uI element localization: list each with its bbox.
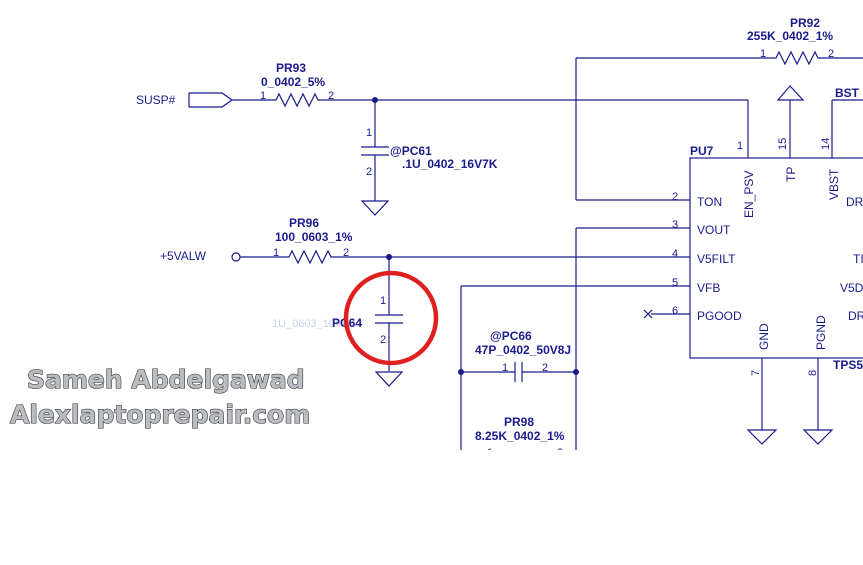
pr96-ref: PR96 — [289, 216, 319, 230]
pc61-pin2: 2 — [366, 166, 372, 178]
susp-offpage-connector-icon — [188, 92, 234, 108]
ic-body-pu7 — [689, 157, 863, 359]
pc64-pin1: 1 — [380, 295, 386, 307]
pr96-value: 100_0603_1% — [275, 230, 353, 244]
net-label-bst: BST — [835, 86, 860, 100]
net-label-5valw: +5VALW — [160, 249, 207, 263]
pr96-pin1: 1 — [273, 247, 279, 259]
ic-pin-4-num: 4 — [672, 248, 678, 260]
ic-pin-6-num: 6 — [672, 305, 678, 317]
pc66-ref: @PC66 — [490, 329, 532, 343]
junction-dot — [573, 369, 579, 375]
pc66-pin1: 1 — [502, 362, 508, 374]
pr92-ref: PR92 — [790, 16, 820, 30]
pr92-value: 255K_0402_1% — [747, 29, 833, 43]
ic-pin-5-num: 5 — [672, 277, 678, 289]
pr93-pin2: 2 — [328, 90, 334, 102]
pc64-pin2: 2 — [380, 334, 386, 346]
net-label-susp: SUSP# — [136, 93, 176, 107]
pc64-ground-icon — [374, 371, 404, 387]
pr98-ref: PR98 — [504, 415, 534, 429]
watermark-name: Sameh Abdelgawad — [27, 365, 305, 394]
ic-top-pin-1-name: EN_PSV — [742, 171, 756, 218]
junction-dot — [458, 369, 464, 375]
pr93-ref: PR93 — [276, 61, 306, 75]
pgnd-ground-icon — [802, 429, 834, 445]
blank-area — [0, 450, 863, 565]
pr92-resistor-icon — [576, 50, 863, 66]
pr92-pin1: 1 — [760, 48, 766, 60]
pc61-ground-icon — [360, 200, 390, 216]
pc64-highlight-circle — [343, 270, 439, 366]
pgood-nc-mark — [643, 309, 653, 319]
ic-right-pin-name-2: TI — [853, 252, 863, 266]
pr96-resistor-icon — [283, 249, 338, 265]
gnd-ground-icon — [746, 429, 778, 445]
ic-right-pin-name-4: DR — [848, 309, 863, 323]
ic-pin-2-num: 2 — [672, 191, 678, 203]
ic-bottom-pin-7-num: 7 — [750, 370, 762, 376]
pc64-faint-value: 1U_0603_10V6K — [272, 318, 356, 330]
pr93-pin1: 1 — [260, 90, 266, 102]
ic-top-pin-14-name: VBST — [827, 168, 841, 200]
pr96-pin2: 2 — [343, 247, 349, 259]
ic-pin-6-name: PGOOD — [697, 309, 742, 323]
pr92-pin2: 2 — [828, 48, 834, 60]
ic-ref: PU7 — [690, 144, 714, 158]
ic-pin-3-name: VOUT — [697, 223, 731, 237]
ic-part: TPS5 — [833, 358, 863, 372]
ic-pin-4-name: V5FILT — [697, 252, 736, 266]
ic-bottom-pin-8-name: PGND — [814, 315, 828, 350]
pc66-pin2: 2 — [542, 362, 548, 374]
5valw-terminal-icon — [231, 252, 241, 262]
pc61-pin1: 1 — [366, 127, 372, 139]
ic-bottom-pin-7-name: GND — [757, 323, 771, 350]
pc61-value: .1U_0402_16V7K — [402, 157, 498, 171]
ic-top-pin-1-num: 1 — [737, 140, 743, 152]
ic-pin-3-num: 3 — [672, 219, 678, 231]
ic-right-pin-name-1: DR — [846, 195, 863, 209]
ic-pin-5-name: VFB — [697, 281, 720, 295]
ic-top-pin-14-num: 14 — [820, 138, 832, 150]
ic-pin-2-name: TON — [697, 195, 722, 209]
ic-bottom-pin-8-num: 8 — [807, 370, 819, 376]
tp-power-arrow-icon — [776, 85, 805, 101]
pc61-ref: @PC61 — [390, 144, 432, 158]
ic-top-pin-15-name: TP — [784, 167, 798, 182]
pr93-resistor-icon — [270, 92, 325, 108]
pr93-value: 0_0402_5% — [261, 75, 325, 89]
pc66-value: 47P_0402_50V8J — [475, 343, 571, 357]
watermark-site: Alexlaptoprepair.com — [10, 400, 310, 429]
ic-top-pin-15-num: 15 — [777, 138, 789, 150]
ic-right-pin-name-3: V5D — [840, 281, 863, 295]
pr98-value: 8.25K_0402_1% — [475, 429, 565, 443]
